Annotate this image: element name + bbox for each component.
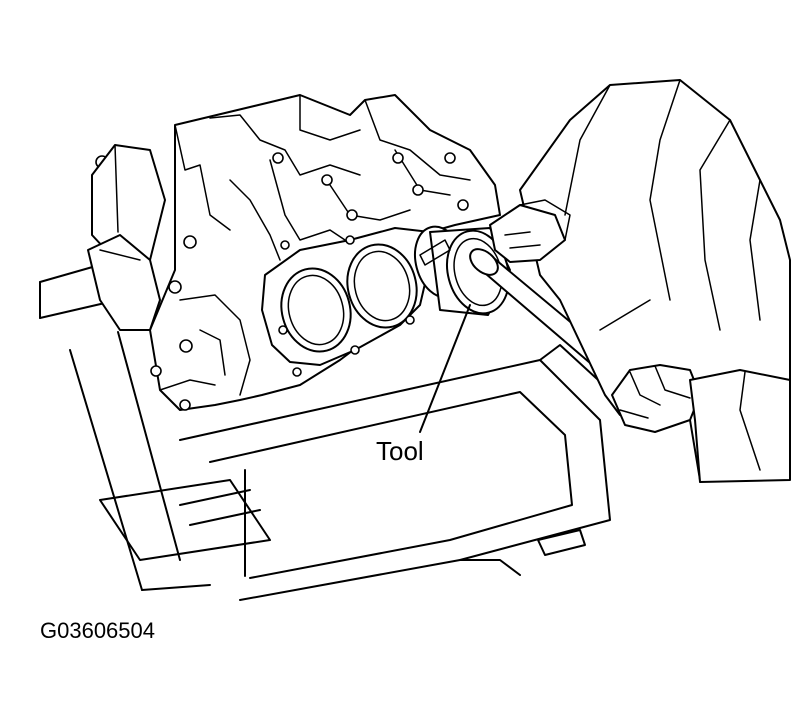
engine-block — [95, 94, 501, 411]
callout-leader-line — [419, 304, 471, 433]
figure-code: G03606504 — [40, 618, 155, 643]
piston-tool — [414, 225, 511, 316]
technician-arms — [489, 79, 791, 483]
mounting-bracket — [87, 144, 166, 331]
tool-callout-label: Tool — [376, 436, 424, 466]
